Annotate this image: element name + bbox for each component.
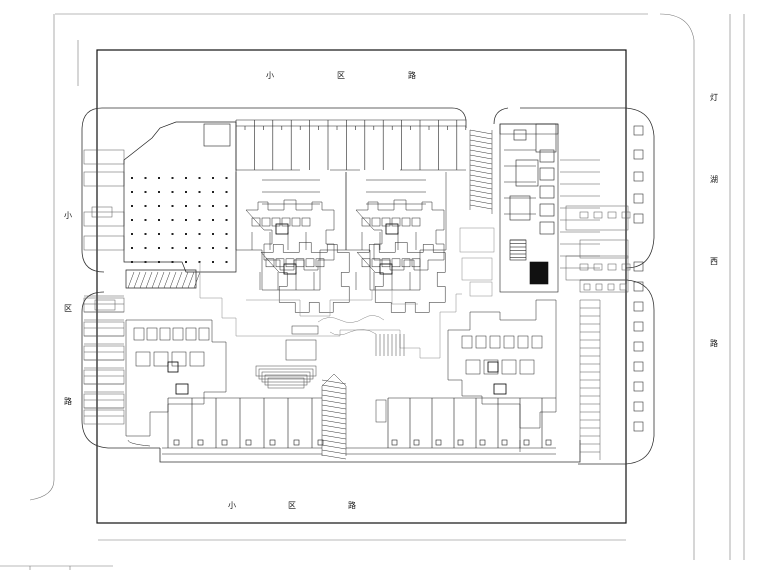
right-parking-bays [560, 159, 631, 460]
upper-left-hall [123, 121, 237, 289]
road-char: 小 [228, 501, 236, 510]
road-char: 区 [337, 71, 345, 80]
left-parking-bays [83, 149, 125, 425]
bottom-shop-row [162, 397, 556, 455]
ramp-hatching [127, 129, 493, 460]
road-char: 路 [710, 339, 718, 348]
road-char: 灯 [710, 93, 718, 102]
road-char: 小 [64, 211, 72, 220]
top-shop-row [203, 119, 467, 171]
road-char: 路 [64, 397, 72, 406]
site-outline [0, 13, 745, 570]
right-edge-markers [633, 125, 644, 432]
road-label-right: 灯 湖 西 路 [710, 94, 718, 348]
lower-wings [125, 299, 557, 452]
road-char: 湖 [710, 175, 718, 184]
road-label-bottom: 小 区 路 [228, 502, 356, 510]
road-char: 路 [408, 71, 416, 80]
clubhouse-block [499, 123, 559, 293]
road-char: 小 [266, 71, 274, 80]
road-char: 西 [710, 257, 718, 266]
central-courtyard [199, 227, 495, 423]
road-char: 区 [64, 304, 72, 313]
column-grid [131, 177, 228, 263]
road-char: 区 [288, 501, 296, 510]
road-label-left: 小 区 路 [64, 212, 72, 406]
residential-towers [235, 172, 447, 313]
road-label-top: 小 区 路 [266, 72, 416, 80]
road-char: 路 [348, 501, 356, 510]
